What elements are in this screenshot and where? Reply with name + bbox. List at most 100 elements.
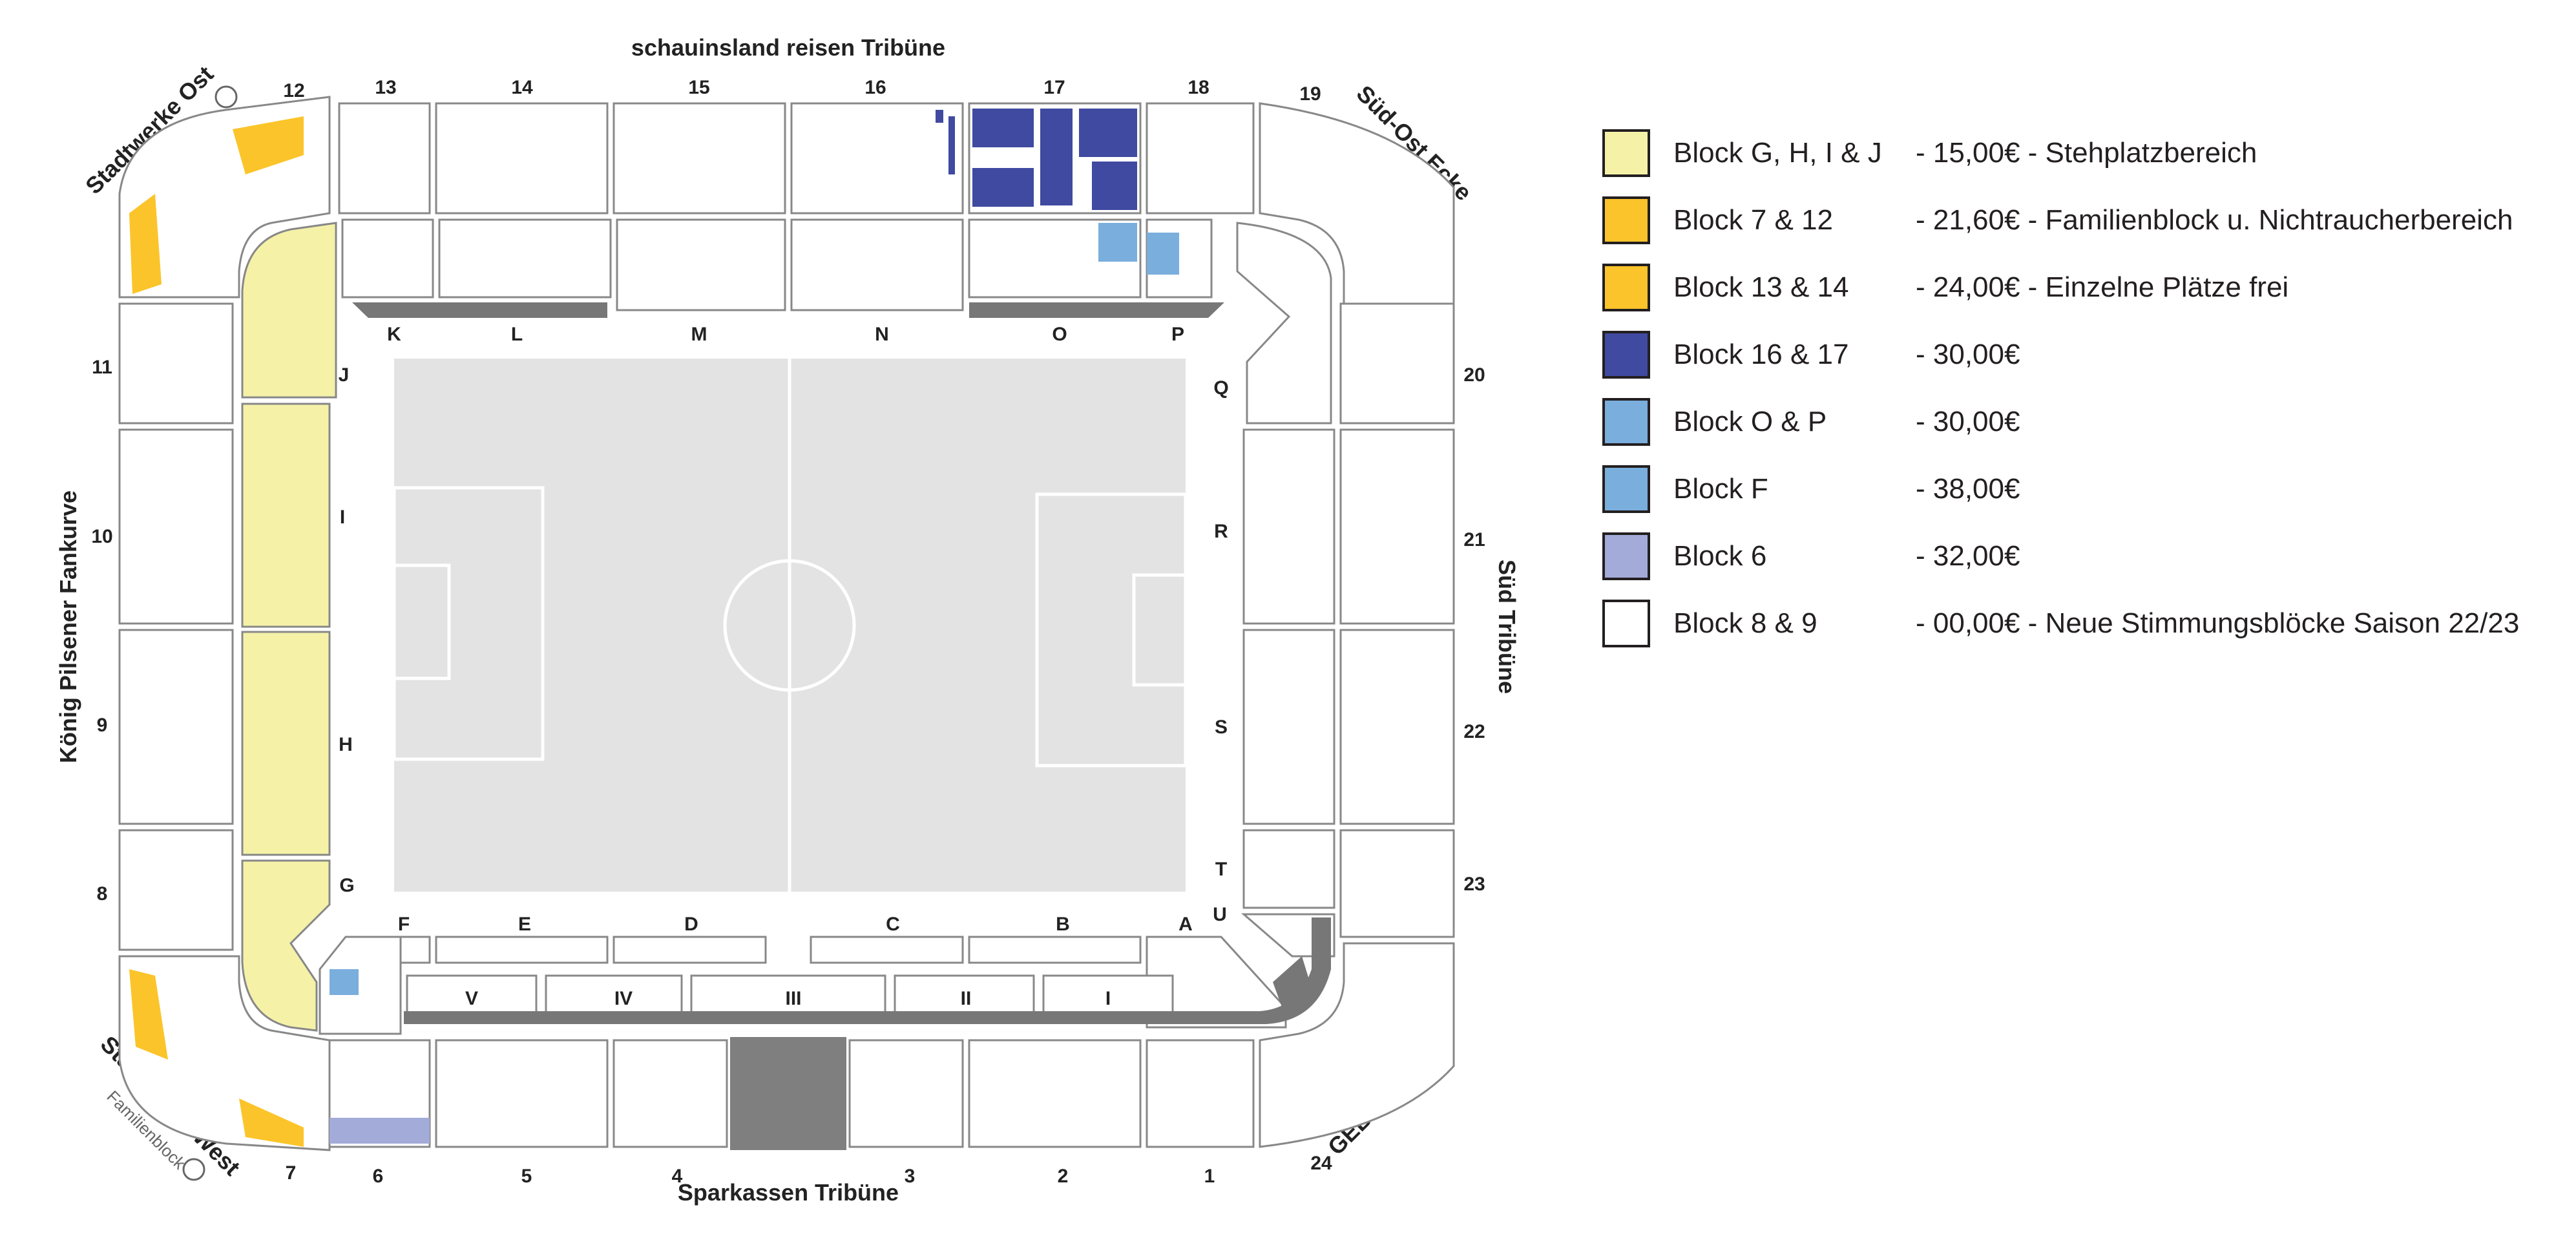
- label-block-17: 17: [1043, 77, 1065, 98]
- label-block-12: 12: [283, 80, 304, 101]
- block-S[interactable]: [1242, 629, 1335, 825]
- family-icon-nw: [215, 85, 238, 109]
- label-block-18: 18: [1188, 77, 1209, 98]
- block-R[interactable]: [1242, 428, 1335, 625]
- block-13[interactable]: [338, 102, 431, 215]
- block-E[interactable]: [435, 936, 609, 964]
- goal-area-left: [392, 563, 451, 680]
- block-P-seats[interactable]: [1147, 233, 1179, 275]
- legend-swatch: [1602, 264, 1650, 311]
- label-block-4: 4: [672, 1166, 683, 1187]
- block-7-available-b[interactable]: [239, 1098, 304, 1147]
- players-tunnel: [730, 1037, 846, 1150]
- block-B[interactable]: [968, 936, 1142, 964]
- block-L[interactable]: [438, 218, 612, 299]
- south-walkway: [404, 917, 1331, 1024]
- label-block-S: S: [1215, 717, 1228, 738]
- label-block-G: G: [339, 875, 354, 896]
- tribune-north-label: schauinsland reisen Tribüne: [631, 34, 945, 61]
- block-II[interactable]: [894, 974, 1035, 1019]
- label-block-20: 20: [1463, 364, 1485, 386]
- block-O-seats[interactable]: [1098, 223, 1137, 262]
- block-V[interactable]: [406, 974, 538, 1019]
- legend-swatch: [1602, 532, 1650, 580]
- legend-swatch: [1602, 465, 1650, 513]
- label-block-2: 2: [1058, 1166, 1069, 1187]
- block-M[interactable]: [616, 218, 786, 311]
- block-16-seats-b[interactable]: [948, 116, 955, 174]
- label-block-II: II: [961, 988, 972, 1009]
- block-E-left-strip: [399, 936, 431, 964]
- block-6-seats[interactable]: [330, 1118, 430, 1144]
- legend-swatch: [1602, 398, 1650, 446]
- legend-row: Block G, H, I & J - 15,00€ - Stehplatzbe…: [1602, 129, 2559, 181]
- block-10[interactable]: [118, 428, 234, 625]
- legend-price: - 00,00€ - Neue Stimmungsblöcke Saison 2…: [1916, 607, 2520, 639]
- label-block-A: A: [1178, 914, 1193, 935]
- center-circle: [723, 559, 856, 692]
- block-K[interactable]: [341, 218, 434, 299]
- block-17-seats-a[interactable]: [972, 109, 1034, 147]
- label-block-R: R: [1214, 521, 1228, 542]
- label-block-D: D: [684, 914, 698, 935]
- legend-block-name: Block 16 & 17: [1673, 339, 1849, 370]
- label-block-Q: Q: [1213, 377, 1228, 399]
- block-21[interactable]: [1339, 428, 1455, 625]
- block-14[interactable]: [435, 102, 609, 215]
- block-16-seats-a[interactable]: [936, 110, 943, 123]
- block-G[interactable]: [241, 859, 331, 1032]
- label-block-21: 21: [1463, 529, 1485, 550]
- block-1[interactable]: [1146, 1039, 1255, 1148]
- block-T[interactable]: [1242, 829, 1335, 909]
- block-N[interactable]: [790, 218, 964, 311]
- label-block-23: 23: [1463, 874, 1485, 895]
- block-D[interactable]: [613, 936, 767, 964]
- block-8[interactable]: [118, 829, 234, 951]
- label-block-15: 15: [688, 77, 709, 98]
- block-20[interactable]: [1339, 302, 1455, 424]
- family-icon-sw: [182, 1158, 205, 1181]
- block-16[interactable]: [790, 102, 964, 215]
- block-2[interactable]: [968, 1039, 1142, 1148]
- block-F[interactable]: [319, 936, 402, 1035]
- block-15[interactable]: [613, 102, 786, 215]
- block-4[interactable]: [613, 1039, 728, 1148]
- label-block-I-roman: I: [1105, 988, 1111, 1009]
- block-17-seats-d[interactable]: [1092, 162, 1137, 210]
- block-9[interactable]: [118, 629, 234, 825]
- label-block-10: 10: [91, 526, 112, 547]
- block-17-seats-b[interactable]: [1040, 109, 1073, 205]
- block-22[interactable]: [1339, 629, 1455, 825]
- block-5[interactable]: [435, 1039, 609, 1148]
- legend-row: Block 16 & 17 - 30,00€: [1602, 331, 2559, 382]
- label-block-22: 22: [1463, 721, 1485, 742]
- block-11[interactable]: [118, 302, 234, 424]
- block-12-available-b[interactable]: [129, 194, 162, 294]
- label-block-IV: IV: [614, 988, 633, 1009]
- block-I-south[interactable]: [1042, 974, 1174, 1019]
- legend-swatch: [1602, 129, 1650, 177]
- block-I[interactable]: [241, 403, 331, 628]
- block-3[interactable]: [848, 1039, 964, 1148]
- block-23[interactable]: [1339, 829, 1455, 938]
- corner-ne-stand: [1259, 102, 1455, 305]
- block-7-available[interactable]: [129, 969, 168, 1060]
- block-Q[interactable]: [1236, 222, 1332, 424]
- label-block-T: T: [1215, 859, 1227, 880]
- legend-block-name: Block F: [1673, 473, 1768, 505]
- block-18[interactable]: [1146, 102, 1255, 215]
- block-J[interactable]: [241, 222, 337, 399]
- block-17-seats-e[interactable]: [972, 168, 1034, 207]
- label-block-B: B: [1056, 914, 1070, 935]
- label-block-3: 3: [905, 1166, 916, 1187]
- block-17-seats-c[interactable]: [1079, 109, 1137, 157]
- label-block-1: 1: [1204, 1166, 1215, 1187]
- block-F-seats[interactable]: [330, 969, 359, 995]
- label-block-O: O: [1052, 324, 1067, 345]
- label-block-C: C: [886, 914, 900, 935]
- label-block-J: J: [339, 364, 350, 386]
- block-III[interactable]: [690, 974, 886, 1019]
- block-H[interactable]: [241, 631, 331, 856]
- block-C[interactable]: [810, 936, 964, 964]
- block-12-available[interactable]: [233, 116, 304, 174]
